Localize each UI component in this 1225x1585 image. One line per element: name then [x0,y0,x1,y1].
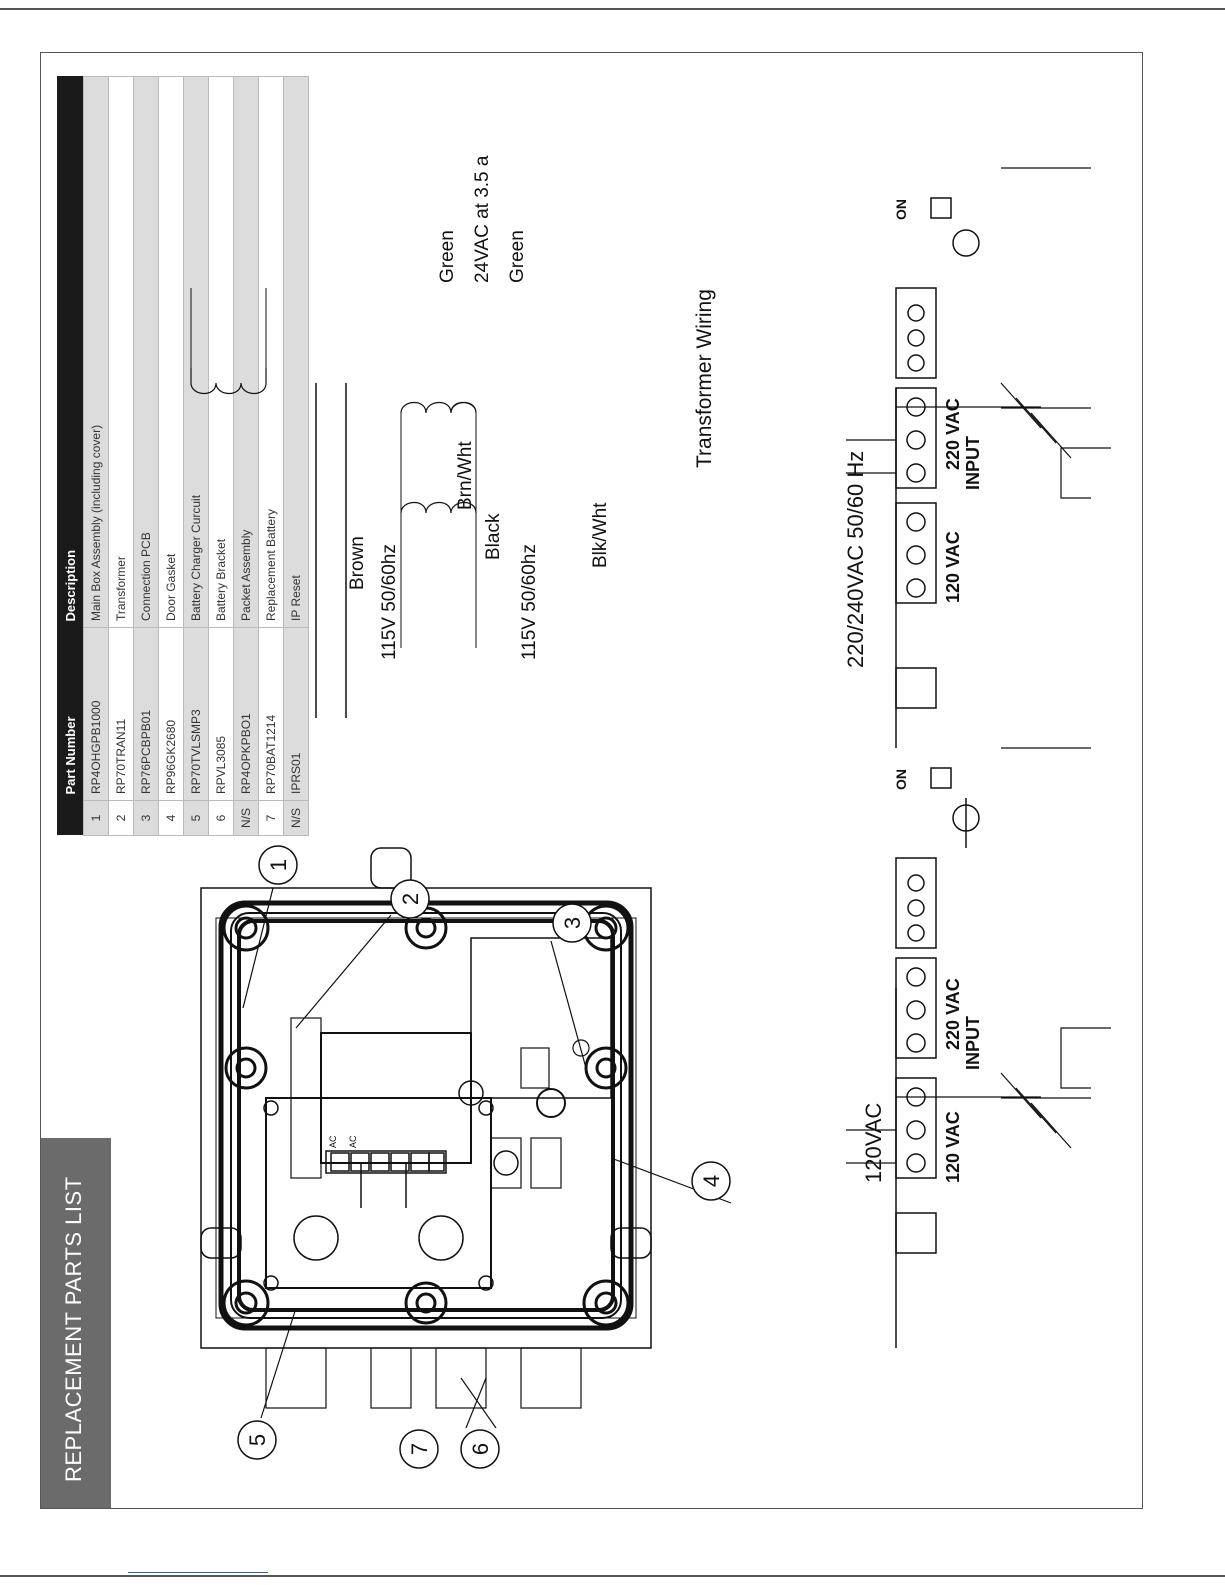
wiring-220vac-labels: 220/240VAC 50/60 Hz 120 VAC 220 VAC INPU… [843,199,983,668]
rotated-content: REPLACEMENT PARTS LIST Part Number Descr… [41,53,1142,1508]
callout-7: 7 [399,1429,439,1469]
wiring-120vac [846,747,1111,1348]
callout-1: 1 [258,845,298,885]
callout-3: 3 [552,903,592,943]
callout-4-label: 4 [699,1175,724,1187]
callout-2-label: 2 [398,893,423,905]
transformer-wiring-diagram [190,288,477,718]
callout-6: 6 [460,1429,500,1469]
wiring-120-label-220: 220 VAC [943,978,963,1050]
wiring-220-label-220: 220 VAC [943,398,963,470]
page-frame [40,52,1143,1509]
primary-1-lead-bottom: Brn/Wht [455,441,476,510]
wiring-120-label-input: INPUT [963,1016,983,1070]
primary-2-lead-top: Black [483,513,504,560]
footer-link-underline [128,1572,268,1573]
pcb-ac-label-2: AC [348,1135,358,1148]
drawings: AC AC [190,155,1111,1469]
top-rule [0,8,1225,10]
wiring-220-heading: 220/240VAC 50/60 Hz [843,451,868,668]
primary-1-lead-top: Brown [347,536,368,590]
callout-2: 2 [390,879,430,919]
primary-1-voltage: 115V 50/60hz [379,544,400,660]
wiring-120-heading: 120VAC [861,1103,886,1183]
transformer-wiring-title: Transformer Wiring [693,289,716,468]
callout-7-label: 7 [407,1443,432,1455]
enclosure-drawing: AC AC [200,847,652,1409]
transformer-wiring-labels: Brown 115V 50/60hz Brn/Wht Black 115V 50… [347,155,716,660]
callout-3-label: 3 [560,917,585,929]
primary-2-lead-bottom: Blk/Wht [590,502,611,568]
callout-4: 4 [691,1161,731,1201]
callout-1-label: 1 [266,859,291,871]
callout-5-label: 5 [245,1434,270,1446]
wiring-120-label-on: ON [893,769,909,790]
callout-6-label: 6 [468,1443,493,1455]
callout-5: 5 [237,1420,277,1460]
callout-leaders [242,887,732,1429]
rotated-page: REPLACEMENT PARTS LIST Part Number Descr… [41,53,1142,1508]
secondary-lead-bottom: Green [507,230,528,283]
bottom-rule [0,1575,1225,1577]
wiring-220-label-input: INPUT [963,436,983,490]
primary-2-voltage: 115V 50/60hz [519,544,540,660]
pcb-ac-label-1: AC [328,1135,338,1148]
secondary-lead-top: Green [437,230,458,283]
wiring-120-label-120: 120 VAC [943,1111,963,1183]
wiring-120vac-labels: 120VAC 120 VAC 220 VAC INPUT ON [861,769,983,1183]
secondary-voltage: 24VAC at 3.5 a [472,155,493,283]
wiring-220-label-120: 120 VAC [943,531,963,603]
wiring-220vac [846,167,1111,748]
wiring-220-label-on: ON [893,199,909,220]
